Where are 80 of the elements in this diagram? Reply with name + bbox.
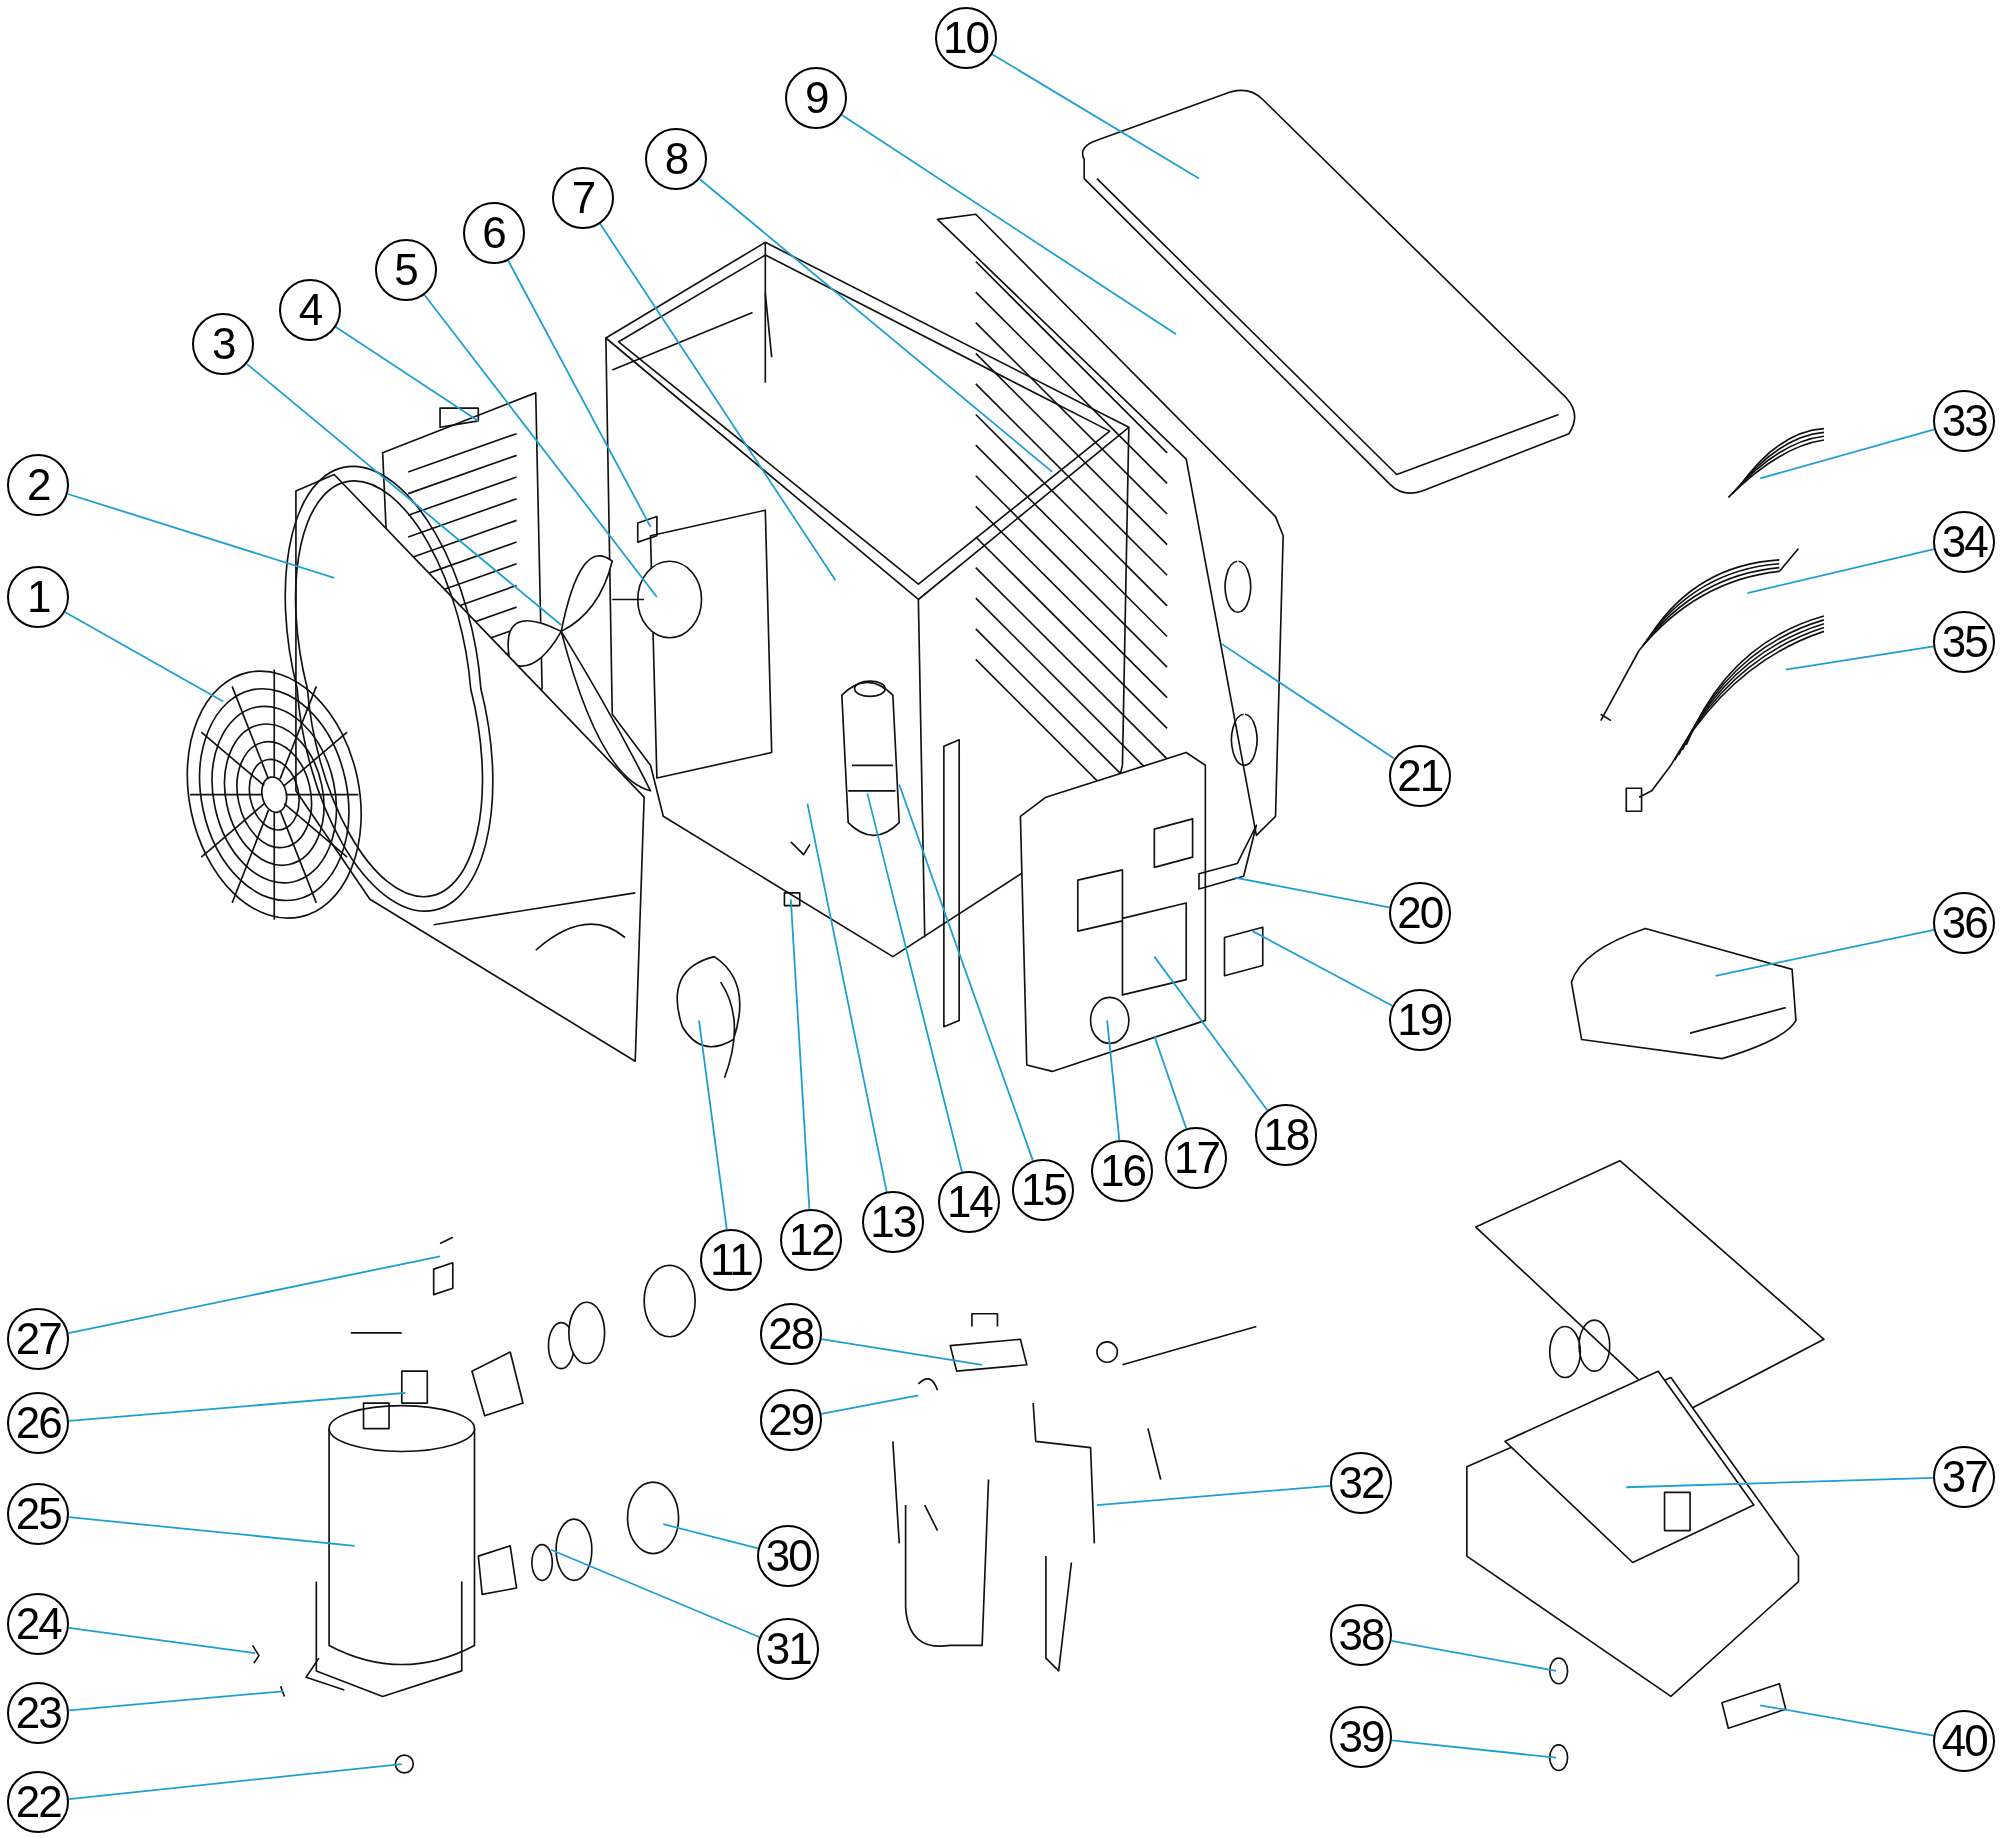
leader-line xyxy=(1106,1019,1121,1141)
callout-number: 14 xyxy=(938,1170,1001,1233)
leader-line xyxy=(698,178,1054,473)
callout-number: 35 xyxy=(1933,610,1996,673)
callout-number: 3 xyxy=(192,313,255,376)
leader-line xyxy=(1714,928,1935,977)
leader-line xyxy=(1221,643,1395,760)
leader-line xyxy=(662,1523,760,1550)
leader-line xyxy=(820,1338,984,1366)
callout-number: 31 xyxy=(757,1618,820,1681)
leader-line xyxy=(1784,645,1935,671)
leader-line xyxy=(866,792,963,1173)
leader-line xyxy=(1625,1477,1935,1489)
leader-line xyxy=(1153,955,1269,1112)
callout-number: 36 xyxy=(1933,892,1996,955)
leader-line xyxy=(1759,428,1936,480)
leader-line xyxy=(820,1394,920,1415)
leader-line xyxy=(1759,1704,1935,1737)
callout-number: 7 xyxy=(551,166,614,229)
leader-line xyxy=(68,1626,256,1654)
leader-line xyxy=(1390,1639,1557,1672)
leader-line xyxy=(423,294,658,598)
callout-number: 33 xyxy=(1933,389,1996,452)
leader-line xyxy=(599,222,837,582)
callout-number: 19 xyxy=(1388,989,1451,1052)
callout-number: 32 xyxy=(1329,1452,1392,1515)
callout-number: 21 xyxy=(1388,744,1451,807)
leader-line xyxy=(806,802,888,1193)
leader-line xyxy=(1390,1739,1557,1759)
leader-line xyxy=(66,493,336,579)
callout-number: 4 xyxy=(278,278,341,341)
leader-line xyxy=(698,1019,728,1231)
leader-line xyxy=(1251,930,1394,1007)
callout-number: 9 xyxy=(785,67,848,130)
callout-number: 26 xyxy=(7,1392,70,1455)
callout-number: 34 xyxy=(1933,511,1996,574)
callout-number: 23 xyxy=(7,1682,70,1744)
callout-number: 13 xyxy=(861,1190,924,1253)
leader-line xyxy=(841,114,1177,336)
callout-number: 29 xyxy=(759,1388,822,1451)
callout-number: 38 xyxy=(1329,1604,1392,1667)
callout-number: 20 xyxy=(1388,882,1451,945)
callout-number: 12 xyxy=(780,1208,843,1271)
leader-line xyxy=(507,259,652,528)
callout-number: 28 xyxy=(759,1303,822,1366)
callout-number: 8 xyxy=(645,128,707,191)
leader-line xyxy=(1153,1034,1188,1130)
leader-line xyxy=(68,1763,403,1800)
leader-line xyxy=(1096,1485,1331,1506)
callout-number: 10 xyxy=(934,7,997,70)
callout-number: 39 xyxy=(1329,1706,1392,1769)
callout-number: 5 xyxy=(374,239,437,302)
leader-line xyxy=(1233,876,1391,909)
callout-number: 30 xyxy=(757,1525,820,1588)
callout-number: 22 xyxy=(7,1771,70,1834)
callout-number: 2 xyxy=(7,453,70,516)
callout-number: 24 xyxy=(7,1592,70,1655)
callout-number: 17 xyxy=(1165,1127,1228,1190)
callout-number: 27 xyxy=(7,1308,70,1371)
leader-line xyxy=(991,53,1200,180)
callout-number: 18 xyxy=(1254,1104,1317,1167)
callout-number: 15 xyxy=(1012,1159,1075,1222)
leader-line xyxy=(898,783,1034,1162)
leader-line xyxy=(68,1391,407,1422)
leader-line xyxy=(789,898,811,1210)
leader-line xyxy=(68,1516,356,1547)
callout-number: 40 xyxy=(1933,1710,1996,1773)
leader-line xyxy=(67,1255,441,1334)
leader-line xyxy=(1746,548,1935,594)
callout-number: 6 xyxy=(462,202,525,265)
callout-number: 11 xyxy=(699,1229,762,1292)
callout-number: 37 xyxy=(1933,1446,1996,1509)
leader-line xyxy=(64,611,225,703)
callout-number: 25 xyxy=(7,1483,70,1545)
leader-line xyxy=(68,1690,285,1712)
callout-number: 1 xyxy=(7,565,70,628)
leader-line xyxy=(246,363,563,626)
leader-line xyxy=(550,1548,761,1639)
leader-line xyxy=(334,326,480,422)
callout-number: 16 xyxy=(1091,1139,1154,1202)
